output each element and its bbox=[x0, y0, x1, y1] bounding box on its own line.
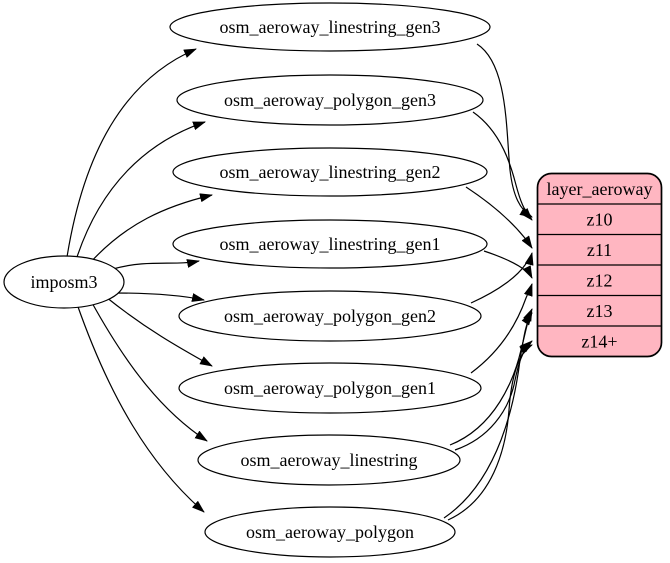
table-node-shape bbox=[204, 506, 456, 558]
edge-imposm3-osm_aeroway_linestring_gen2 bbox=[88, 193, 213, 265]
table-node-osm_aeroway_linestring_gen3: osm_aeroway_linestring_gen3 bbox=[169, 2, 491, 52]
layer-row-z11: z11 bbox=[587, 240, 612, 260]
table-node-shape bbox=[172, 219, 488, 269]
edge-osm_aeroway_linestring_gen1-z12 bbox=[483, 250, 533, 279]
edge-group-source bbox=[66, 48, 213, 513]
layer-row-z13: z13 bbox=[587, 301, 613, 321]
source-node-label: imposm3 bbox=[30, 272, 97, 292]
table-node-label: osm_aeroway_polygon_gen3 bbox=[224, 90, 436, 110]
table-node-shape bbox=[169, 2, 491, 52]
table-node-shape bbox=[172, 147, 488, 197]
table-node-osm_aeroway_polygon_gen2: osm_aeroway_polygon_gen2 bbox=[178, 290, 482, 342]
edge-osm_aeroway_polygon-z13 bbox=[443, 312, 533, 519]
edge-imposm3-osm_aeroway_linestring bbox=[90, 300, 208, 442]
table-node-osm_aeroway_linestring_gen2: osm_aeroway_linestring_gen2 bbox=[172, 147, 488, 197]
table-node-label: osm_aeroway_linestring_gen1 bbox=[220, 234, 441, 254]
edge-imposm3-osm_aeroway_polygon_gen3 bbox=[75, 121, 206, 261]
edge-osm_aeroway_polygon_gen2-z11 bbox=[470, 252, 534, 304]
table-node-label: osm_aeroway_linestring_gen3 bbox=[220, 17, 441, 37]
edge-osm_aeroway_linestring_gen3-z10 bbox=[476, 43, 533, 218]
table-node-label: osm_aeroway_linestring bbox=[241, 450, 418, 470]
edge-imposm3-osm_aeroway_polygon_gen1 bbox=[105, 296, 213, 367]
layer-row-z14: z14+ bbox=[581, 332, 617, 352]
edge-imposm3-osm_aeroway_linestring_gen3 bbox=[66, 48, 197, 258]
edge-imposm3-osm_aeroway_polygon_gen2 bbox=[114, 292, 205, 302]
table-node-label: osm_aeroway_linestring_gen2 bbox=[220, 162, 441, 182]
table-node-label: osm_aeroway_polygon_gen1 bbox=[224, 378, 436, 398]
table-node-osm_aeroway_polygon: osm_aeroway_polygon bbox=[204, 506, 456, 558]
layer-node-title: layer_aeroway bbox=[547, 179, 653, 199]
source-node-imposm3: imposm3 bbox=[3, 255, 125, 309]
table-node-shape bbox=[178, 362, 482, 414]
edge-osm_aeroway_polygon-z14 bbox=[447, 344, 533, 521]
edge-imposm3-osm_aeroway_polygon bbox=[76, 303, 205, 513]
table-node-label: osm_aeroway_polygon_gen2 bbox=[224, 306, 436, 326]
edge-osm_aeroway_polygon_gen1-z12 bbox=[470, 283, 533, 374]
edge-osm_aeroway_linestring_gen2-z11 bbox=[465, 186, 533, 249]
table-node-label: osm_aeroway_polygon bbox=[246, 522, 414, 542]
layer-row-z12: z12 bbox=[587, 271, 613, 291]
source-node-shape bbox=[3, 255, 125, 309]
edge-imposm3-osm_aeroway_linestring_gen1 bbox=[112, 259, 200, 270]
edge-osm_aeroway_polygon_gen3-z10 bbox=[472, 111, 533, 221]
table-node-osm_aeroway_polygon_gen1: osm_aeroway_polygon_gen1 bbox=[178, 362, 482, 414]
layer-node: layer_aeroway z10 z11 z12 z13 z14+ bbox=[536, 172, 663, 358]
table-node-shape bbox=[197, 434, 461, 486]
table-node-shape bbox=[178, 290, 482, 342]
edge-group-layer bbox=[443, 43, 534, 521]
table-node-osm_aeroway_polygon_gen3: osm_aeroway_polygon_gen3 bbox=[176, 74, 484, 126]
table-node-shape bbox=[176, 74, 484, 126]
table-node-osm_aeroway_linestring_gen1: osm_aeroway_linestring_gen1 bbox=[172, 219, 488, 269]
table-node-osm_aeroway_linestring: osm_aeroway_linestring bbox=[197, 434, 461, 486]
layer-row-z10: z10 bbox=[587, 210, 613, 230]
